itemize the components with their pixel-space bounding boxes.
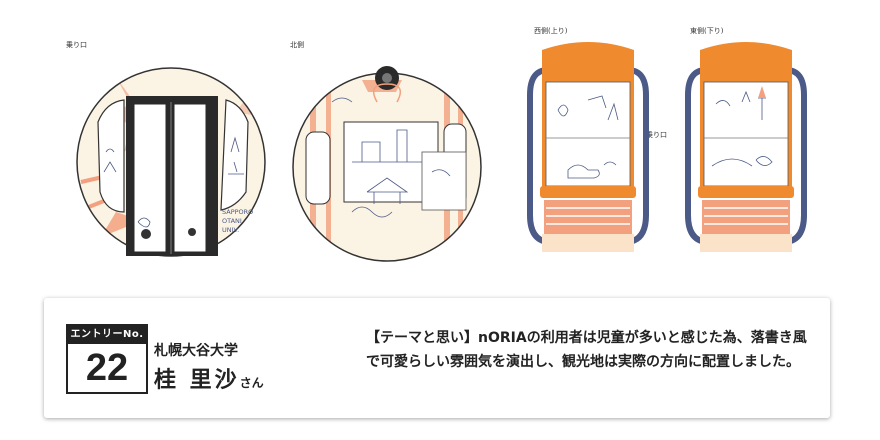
entrant-honorific: さん bbox=[239, 376, 264, 390]
gondola-entrance-view: SAPPORO OTANI UNIV. bbox=[76, 67, 266, 257]
label-east: 東側(下り) bbox=[690, 27, 724, 35]
gondola-west-view bbox=[527, 42, 649, 252]
label-entrance: 乗り口 bbox=[66, 41, 87, 49]
signage-line-2: OTANI bbox=[222, 217, 242, 225]
label-west: 西側(上り) bbox=[534, 27, 568, 35]
signage-line-3: UNIV. bbox=[222, 226, 239, 234]
university-name: 札幌大谷大学 bbox=[154, 343, 238, 359]
label-side-entrance: 乗り口 bbox=[646, 131, 667, 139]
signage-line-1: SAPPORO bbox=[222, 208, 253, 216]
theme-description: 【テーマと思い】nORIAの利用者は児童が多いと感じた為、落書き風で可愛らしい雰… bbox=[366, 330, 807, 370]
entrant: 桂 里沙さん bbox=[154, 362, 264, 394]
entry-number-box: エントリーNo. 22 bbox=[66, 324, 148, 394]
gondola-east-view bbox=[685, 42, 807, 252]
entrant-name: 桂 里沙 bbox=[154, 368, 240, 393]
gondola-north-view bbox=[292, 66, 482, 262]
entry-card: エントリーNo. 22 札幌大谷大学 桂 里沙さん 【テーマと思い】nORIAの… bbox=[44, 298, 830, 418]
entry-number: 22 bbox=[85, 347, 129, 389]
label-north: 北側 bbox=[290, 41, 304, 49]
entry-label: エントリーNo. bbox=[68, 326, 146, 344]
